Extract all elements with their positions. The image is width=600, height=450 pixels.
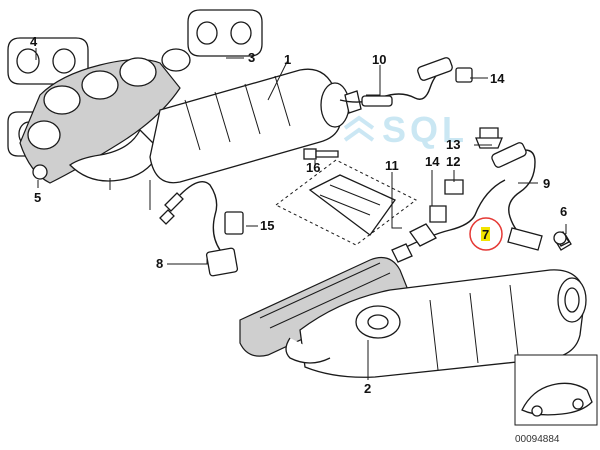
sensor-6 — [553, 231, 570, 247]
oxygen-sensor-left — [33, 165, 244, 277]
callout-9: 9 — [543, 176, 550, 191]
oxygen-sensor-7 — [391, 179, 506, 263]
callout-4: 4 — [30, 34, 38, 49]
callout-14-middle: 14 — [425, 154, 440, 169]
clips-12-13-14 — [429, 127, 503, 223]
upper-manifold-catalyst — [19, 48, 362, 210]
callout-1: 1 — [284, 52, 291, 67]
watermark: SQL — [343, 109, 468, 150]
callout-3: 3 — [248, 50, 255, 65]
callout-2: 2 — [364, 381, 371, 396]
callout-14-top: 14 — [490, 71, 505, 86]
manifold-gaskets — [7, 9, 263, 157]
lower-manifold-catalyst — [239, 257, 587, 378]
part-7-highlight — [481, 227, 490, 241]
oxygen-sensor-10 — [339, 57, 473, 107]
callout-8: 8 — [156, 256, 163, 271]
nut-5 — [32, 164, 48, 180]
callout-10: 10 — [372, 52, 386, 67]
callout-13: 13 — [446, 137, 460, 152]
heat-shield-11 — [275, 159, 417, 246]
bolt-16 — [303, 148, 339, 160]
callout-15: 15 — [260, 218, 274, 233]
callout-leaders — [35, 48, 567, 380]
callout-12: 12 — [446, 154, 460, 169]
vehicle-inset — [514, 354, 598, 426]
callout-labels: 1 2 3 4 5 6 7 8 9 10 11 12 13 14 14 15 1… — [30, 34, 567, 396]
callout-16: 16 — [306, 160, 320, 175]
part-7-ring — [469, 217, 503, 251]
callout-6: 6 — [560, 204, 567, 219]
diagram-number: 00094884 — [515, 434, 560, 445]
watermark-text: SQL — [382, 109, 468, 150]
callout-11: 11 — [385, 158, 399, 173]
callout-7: 7 — [482, 227, 489, 242]
callout-5: 5 — [34, 190, 41, 205]
